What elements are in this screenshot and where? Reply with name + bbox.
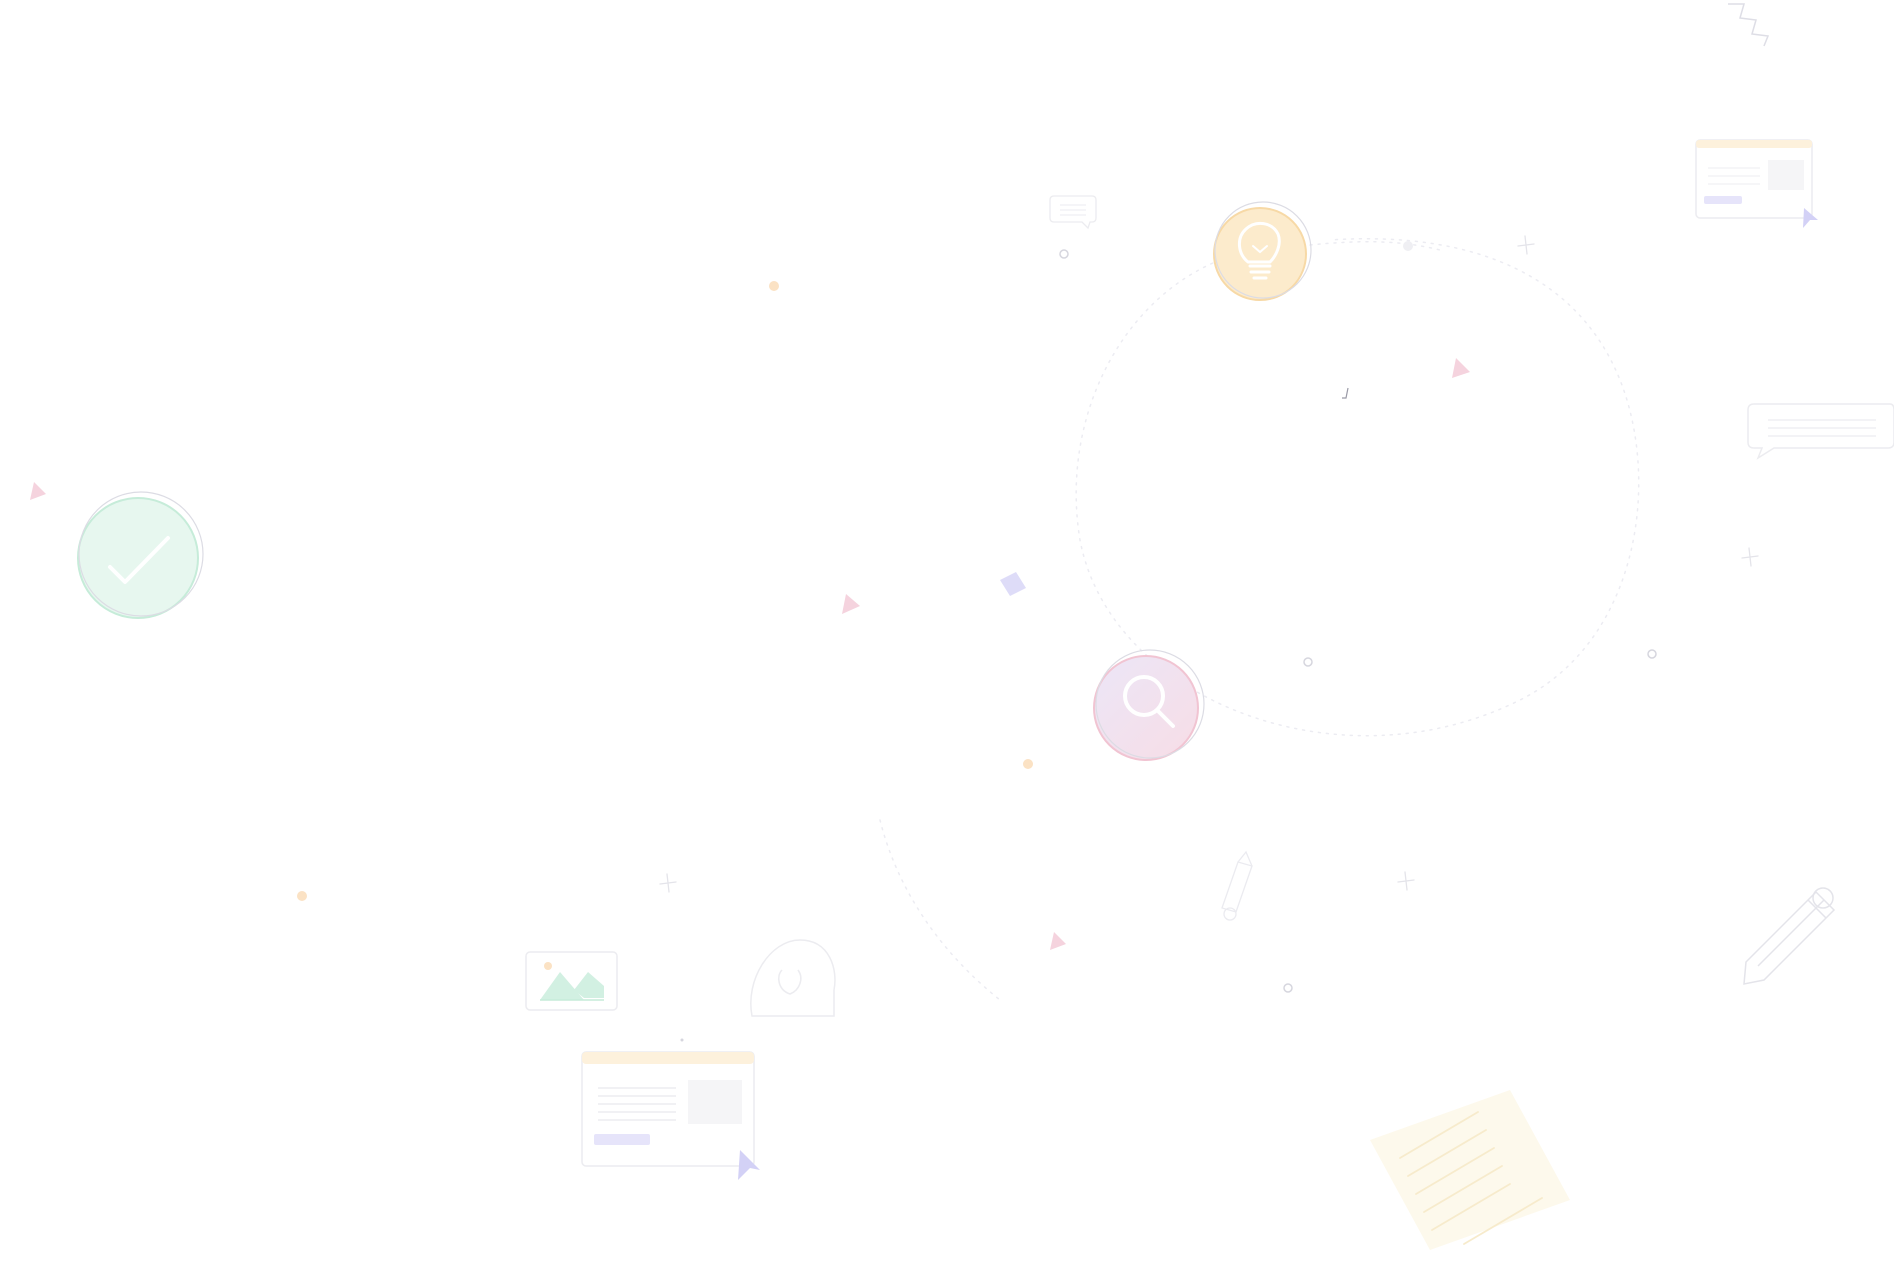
dotted-connector-lower xyxy=(879,819,1001,1001)
chat-bubble-icon xyxy=(1747,403,1894,460)
document-note-icon xyxy=(1370,1090,1570,1250)
tiny-stroke-mark xyxy=(1342,387,1349,399)
image-card-icon xyxy=(525,951,618,1011)
dotted-connector-bulb xyxy=(1309,240,1441,251)
checkmark-badge-icon xyxy=(77,491,204,619)
sparkle-cross-icon xyxy=(659,235,1759,893)
lightbulb-badge-icon xyxy=(1213,201,1312,301)
zigzag-icon xyxy=(1728,3,1770,47)
mouse-cursor-icon xyxy=(738,1150,760,1180)
browser-window-icon xyxy=(581,1051,755,1167)
lightbulb-outline-icon xyxy=(750,939,836,1017)
magnifier-badge-icon xyxy=(1093,649,1205,761)
mouse-cursor-icon-small xyxy=(1803,208,1818,228)
dotted-connector-paths xyxy=(879,238,1640,1001)
pencil-icon xyxy=(1743,887,1836,985)
tiny-dot-mark xyxy=(680,1038,684,1042)
browser-window-icon-small xyxy=(1695,139,1813,219)
chat-bubble-icon-small xyxy=(1049,195,1097,230)
diamond-confetti-icon xyxy=(1000,572,1026,596)
triangle-confetti-icon xyxy=(30,358,1470,950)
dotted-orbit-path xyxy=(1075,238,1640,737)
pencil-icon-small xyxy=(1221,850,1253,921)
ring-confetti-icon xyxy=(1059,249,1657,993)
dot-confetti-icon xyxy=(297,241,1413,901)
